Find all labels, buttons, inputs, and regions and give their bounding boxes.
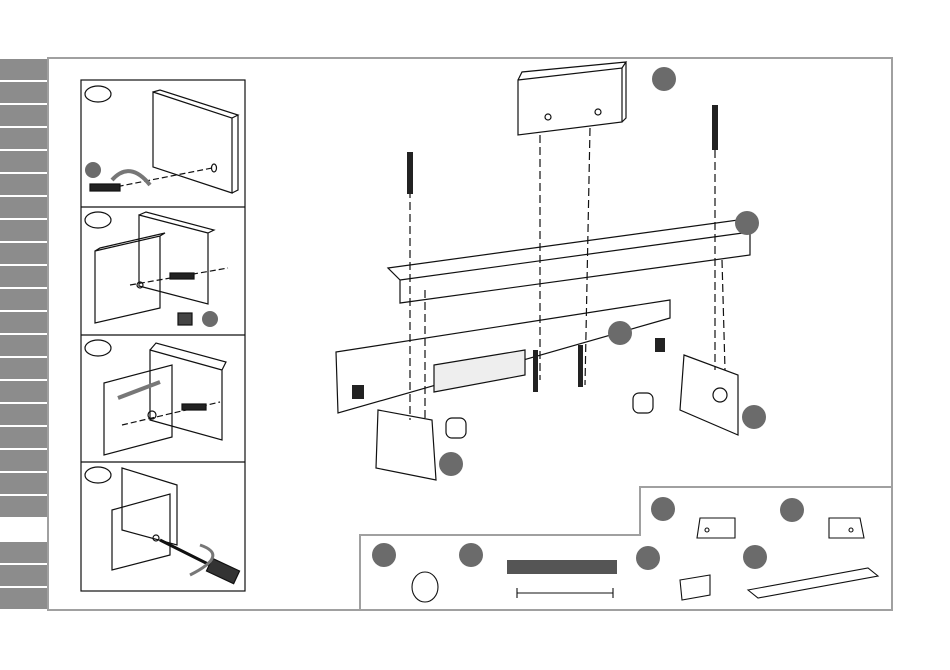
screws [352, 105, 718, 399]
step-3-illustration [84, 339, 227, 456]
sidebar-tab[interactable] [0, 404, 48, 425]
main-frame [47, 57, 893, 611]
sidebar-tab[interactable] [0, 450, 48, 471]
part-cam-lock [411, 571, 439, 603]
sidebar-tabs[interactable] [0, 59, 48, 609]
step-4-illustration [84, 466, 241, 585]
sidebar-tab[interactable] [0, 174, 48, 195]
sidebar-tab[interactable] [0, 151, 48, 172]
sidebar-tab[interactable] [0, 105, 48, 126]
right-leg [679, 354, 739, 436]
parts-box [359, 486, 893, 610]
step-1-marker [85, 162, 101, 178]
top-block [517, 61, 628, 136]
top-board [386, 219, 751, 304]
part-block [679, 574, 711, 601]
sidebar-tab[interactable] [0, 335, 48, 356]
sidebar-tab[interactable] [0, 289, 48, 310]
part-bracket-left [696, 517, 736, 539]
sidebar-tab[interactable] [0, 82, 48, 103]
step-panels [80, 79, 246, 592]
sidebar-tab[interactable] [0, 266, 48, 287]
sidebar-tab[interactable] [0, 220, 48, 241]
parts-list [372, 497, 880, 603]
sidebar-tab[interactable] [0, 542, 48, 563]
main-assembly-illustration [335, 61, 751, 481]
left-leg [375, 409, 437, 481]
part-board [746, 567, 880, 599]
screw-length-indicator [516, 588, 614, 598]
sidebar-tab[interactable] [0, 496, 48, 517]
step-2-illustration [84, 211, 229, 326]
sidebar-tab[interactable] [0, 381, 48, 402]
cam-lock-left [445, 417, 467, 439]
sidebar-tab[interactable] [0, 588, 48, 609]
part-bracket-right [828, 517, 865, 539]
part-screw [507, 560, 617, 574]
hinge-part [433, 349, 526, 393]
sidebar-tab[interactable] [0, 427, 48, 448]
sidebar-tab-active[interactable] [0, 519, 48, 540]
sidebar-tab[interactable] [0, 59, 48, 80]
step-2-marker [202, 311, 218, 327]
sidebar-tab[interactable] [0, 358, 48, 379]
cam-lock-right [632, 392, 654, 414]
part-markers [439, 67, 766, 476]
step-1-illustration [84, 85, 240, 194]
sidebar-tab[interactable] [0, 197, 48, 218]
sidebar-tab[interactable] [0, 243, 48, 264]
sidebar-tab[interactable] [0, 128, 48, 149]
sidebar-tab[interactable] [0, 312, 48, 333]
sidebar-tab[interactable] [0, 473, 48, 494]
sidebar-tab[interactable] [0, 565, 48, 586]
